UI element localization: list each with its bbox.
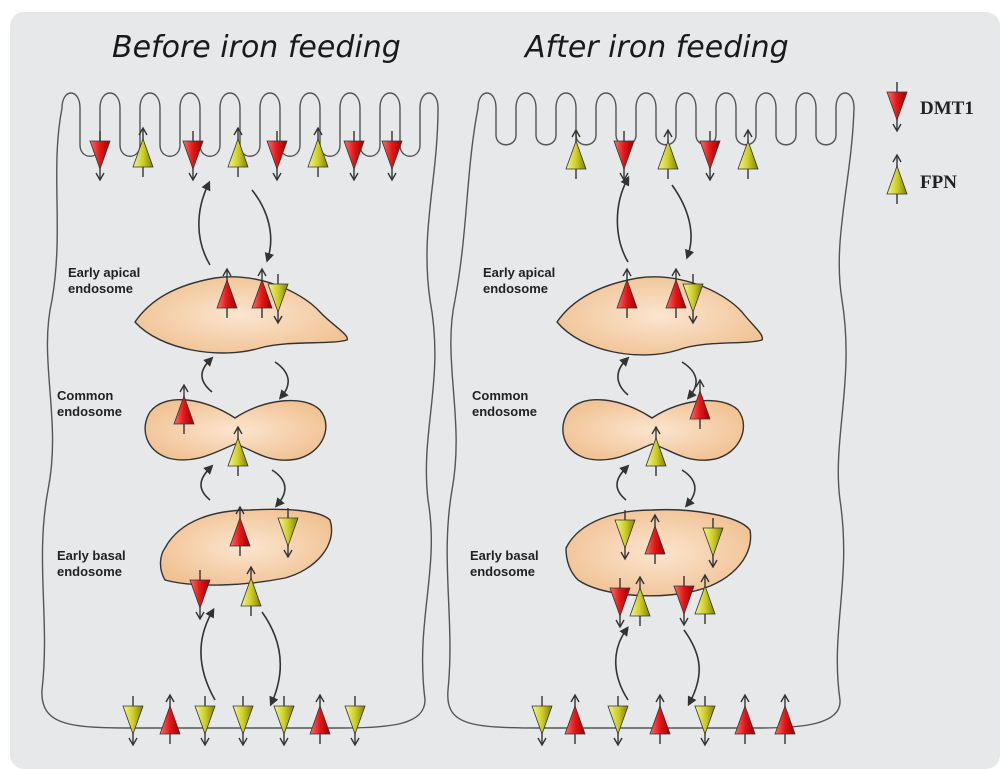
- fpn-marker: [233, 696, 253, 745]
- dmt1-marker: [775, 695, 795, 744]
- fpn-marker: [274, 696, 294, 745]
- fpn-marker: [695, 696, 715, 745]
- dmt1-marker: [700, 131, 720, 180]
- fpn-marker: [228, 128, 248, 177]
- legend-dmt1-marker: [887, 82, 907, 131]
- label-early-basal-endosome-after: Early basal endosome: [470, 548, 539, 580]
- fpn-marker: [345, 696, 365, 745]
- dmt1-marker: [344, 131, 364, 180]
- dmt1-marker: [382, 131, 402, 180]
- fpn-marker: [532, 696, 552, 745]
- dmt1-marker: [565, 695, 585, 744]
- fpn-marker: [738, 130, 758, 179]
- legend-label-fpn: FPN: [920, 172, 957, 194]
- fpn-marker: [608, 696, 628, 745]
- label-early-apical-endosome-before: Early apical endosome: [68, 265, 140, 297]
- dmt1-marker: [160, 695, 180, 744]
- early-apical-endosome-after: [557, 277, 762, 355]
- label-early-basal-endosome-before: Early basal endosome: [57, 548, 126, 580]
- fpn-marker: [123, 696, 143, 745]
- label-early-apical-endosome-after: Early apical endosome: [483, 265, 555, 297]
- legend: [887, 82, 907, 204]
- early-basal-endosome-before: [160, 509, 331, 585]
- legend-label-dmt1: DMT1: [920, 98, 974, 120]
- legend-fpn-marker: [887, 155, 907, 204]
- label-common-endosome-after: Common endosome: [472, 388, 537, 420]
- dmt1-marker: [267, 131, 287, 180]
- dmt1-marker: [650, 695, 670, 744]
- early-apical-endosome-before: [135, 277, 347, 353]
- fpn-marker: [658, 130, 678, 179]
- fpn-marker: [195, 696, 215, 745]
- fpn-marker: [308, 128, 328, 177]
- fpn-marker: [566, 130, 586, 179]
- dmt1-marker: [310, 695, 330, 744]
- fpn-marker: [133, 128, 153, 177]
- label-common-endosome-before: Common endosome: [57, 388, 122, 420]
- dmt1-marker: [735, 695, 755, 744]
